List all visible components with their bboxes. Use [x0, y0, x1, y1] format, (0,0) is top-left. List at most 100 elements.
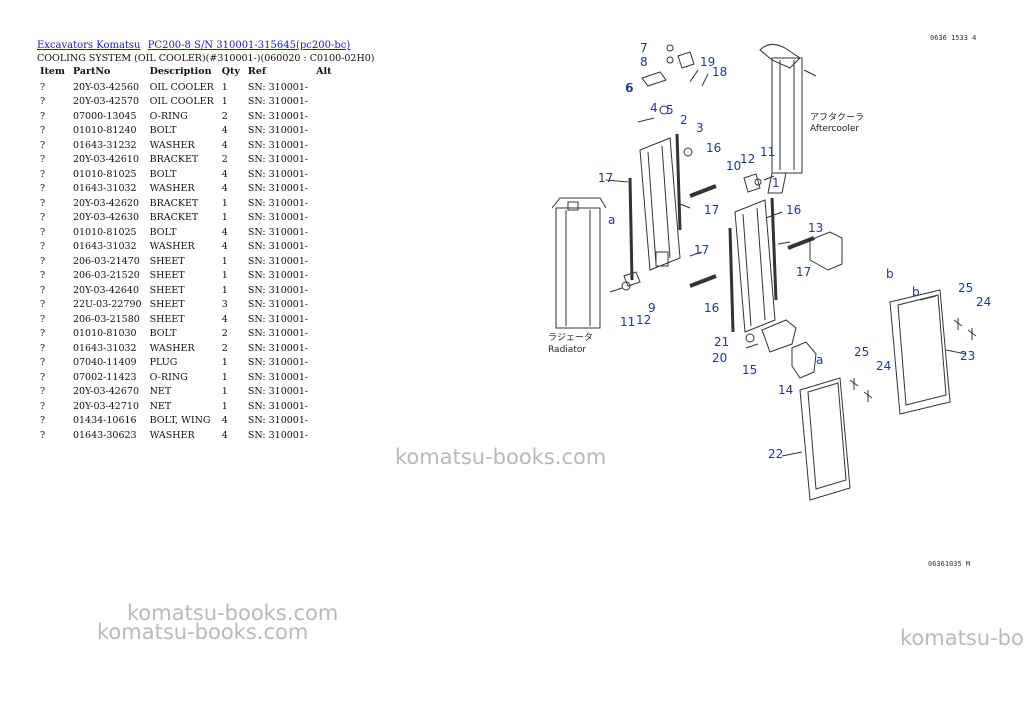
cell-description: BRACKET [149, 212, 199, 224]
callout-label: 17 [598, 171, 613, 185]
cell-qty: 4 [221, 125, 228, 137]
radiator-label-jp: ラジェータ [548, 332, 593, 343]
cell-alt [312, 240, 335, 255]
cell-ref: SN: 310001- [247, 226, 309, 238]
callout-label: 12 [636, 313, 651, 327]
cell-ref: SN: 310001- [247, 154, 309, 166]
callout-label: 25 [854, 345, 869, 359]
breadcrumb-link-excavators[interactable]: Excavators Komatsu [37, 40, 141, 51]
sheet-strip [728, 227, 735, 333]
radiator-label-en: Radiator [548, 345, 586, 355]
cell-partno: 01010-81025 [72, 168, 137, 180]
bolt [689, 69, 699, 83]
net [799, 377, 851, 501]
cell-item: ? [40, 168, 46, 180]
cell-alt [312, 225, 335, 240]
cell-item: ? [40, 400, 46, 412]
wing-bolt [863, 390, 873, 402]
cell-ref: SN: 310001- [247, 255, 309, 267]
cell-alt [312, 356, 335, 371]
cell-ref: SN: 310001- [247, 212, 309, 224]
bracket [641, 71, 667, 87]
callout-label: 6 [626, 81, 634, 95]
cell-alt [312, 95, 335, 110]
cell-item: ? [40, 313, 46, 325]
watermark: komatsu-bo [900, 626, 1024, 650]
callout-label: 12 [740, 152, 755, 166]
cell-alt [312, 153, 335, 168]
cell-qty: 1 [221, 96, 228, 108]
bolt [701, 73, 709, 87]
cell-description: BOLT [149, 168, 177, 180]
cell-partno: 20Y-03-42710 [72, 400, 139, 412]
cell-ref: SN: 310001- [247, 284, 309, 296]
cell-item: ? [40, 125, 46, 137]
callout-label: 14 [778, 383, 793, 397]
cell-ref: SN: 310001- [247, 313, 309, 325]
cell-partno: 206-03-21470 [72, 255, 140, 267]
cell-qty: 1 [221, 255, 228, 267]
cell-qty: 2 [221, 110, 228, 122]
cell-ref: SN: 310001- [247, 110, 309, 122]
cell-partno: 20Y-03-42630 [72, 212, 139, 224]
cell-partno: 01643-31032 [72, 183, 137, 195]
cell-alt [312, 138, 335, 153]
cell-ref: SN: 310001- [247, 299, 309, 311]
cell-qty: 1 [221, 212, 228, 224]
cell-ref: SN: 310001- [247, 400, 309, 412]
wing-bolt [849, 378, 859, 390]
callout-label: 2 [680, 113, 688, 127]
callout-label: 10 [726, 159, 741, 173]
cell-ref: SN: 310001- [247, 168, 309, 180]
sheet-strip [689, 184, 717, 198]
callout-label: 23 [960, 349, 975, 363]
cell-partno: 20Y-03-42640 [72, 284, 139, 296]
net-inner [807, 382, 847, 490]
cell-description: WASHER [149, 139, 195, 151]
diagram-code-top: 0636 1533 4 [930, 34, 976, 42]
radiator-assembly [551, 197, 607, 329]
cell-item: ? [40, 299, 46, 311]
callout-label: 8 [640, 55, 648, 69]
bracket [791, 341, 817, 379]
cell-ref: SN: 310001- [247, 328, 309, 340]
table-header-row: Item PartNo Description Qty Ref Alt [36, 66, 335, 80]
cell-qty: 2 [221, 154, 228, 166]
cell-item: ? [40, 212, 46, 224]
cell-ref: SN: 310001- [247, 342, 309, 354]
cell-qty: 4 [221, 429, 228, 441]
callout-label: 4 [650, 101, 658, 115]
bracket [761, 319, 797, 353]
cell-qty: 2 [221, 342, 228, 354]
cell-item: ? [40, 342, 46, 354]
cell-partno: 01643-31032 [72, 342, 137, 354]
cell-description: BOLT, WING [149, 415, 211, 427]
cell-partno: 206-03-21520 [72, 270, 140, 282]
cell-qty: 4 [221, 313, 228, 325]
exploded-parts-diagram: 0636 1533 4 06361035 M アフタクーラ Aftercoole… [548, 34, 991, 568]
o-ring [666, 56, 674, 64]
breadcrumb: Excavators Komatsu PC200-8 S/N 310001-31… [37, 40, 354, 51]
cell-description: WASHER [149, 183, 195, 195]
cell-description: WASHER [149, 429, 195, 441]
cell-item: ? [40, 96, 46, 108]
bracket [743, 173, 761, 193]
cell-qty: 1 [221, 371, 228, 383]
cell-description: BOLT [149, 226, 177, 238]
cell-ref: SN: 310001- [247, 429, 309, 441]
breadcrumb-link-model[interactable]: PC200-8 S/N 310001-315645(pc200-bc) [147, 40, 351, 51]
callout-label: 24 [876, 359, 891, 373]
callout-label: 1 [772, 176, 780, 190]
cell-partno: 20Y-03-42610 [72, 154, 139, 166]
